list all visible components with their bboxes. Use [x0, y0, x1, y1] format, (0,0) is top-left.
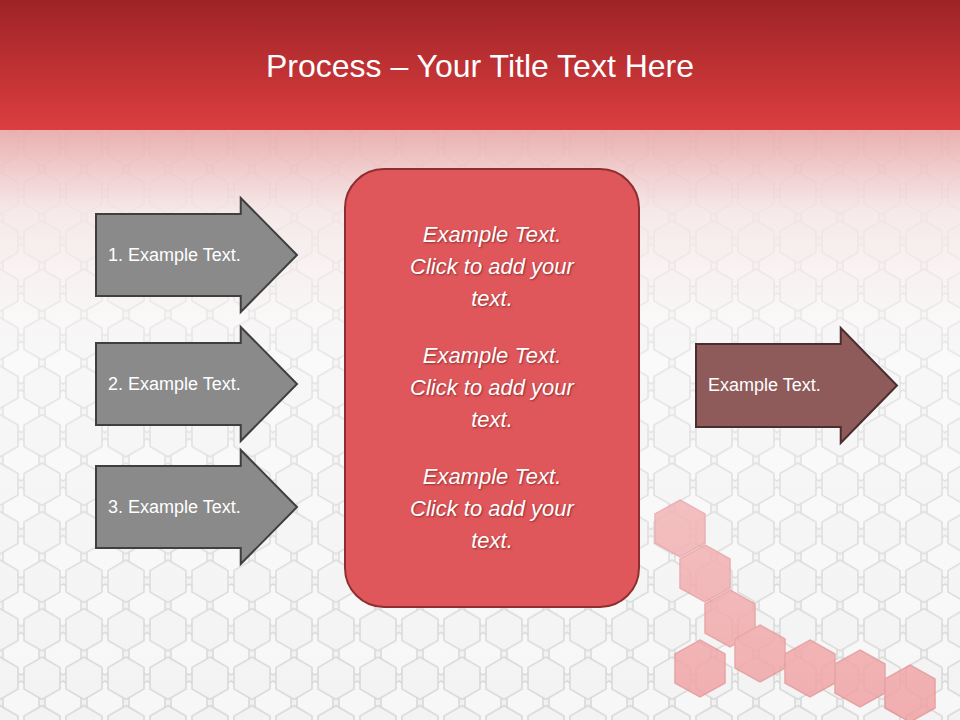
arrow-label: 3. Example Text.: [108, 497, 241, 518]
process-box: Example Text. Click to add your text. Exa…: [344, 168, 640, 608]
body-text: Example Text. Click to add your text.: [410, 219, 575, 315]
arrow-outline: [96, 198, 297, 312]
body-text: Example Text. Click to add your text.: [410, 340, 575, 436]
arrow-label: 2. Example Text.: [108, 374, 241, 395]
arrow-label: Example Text.: [708, 375, 821, 396]
arrow-outline: [96, 450, 297, 564]
result-arrow: Example Text.: [696, 328, 897, 443]
slide-title: Process – Your Title Text Here: [0, 48, 960, 85]
body-text: Example Text. Click to add your text.: [410, 461, 575, 557]
arrow-label: 1. Example Text.: [108, 245, 241, 266]
step-arrow: 1. Example Text.: [96, 198, 297, 312]
arrow-outline: [696, 328, 897, 443]
step-arrow: 3. Example Text.: [96, 450, 297, 564]
arrow-outline: [96, 327, 297, 441]
step-arrow: 2. Example Text.: [96, 327, 297, 441]
